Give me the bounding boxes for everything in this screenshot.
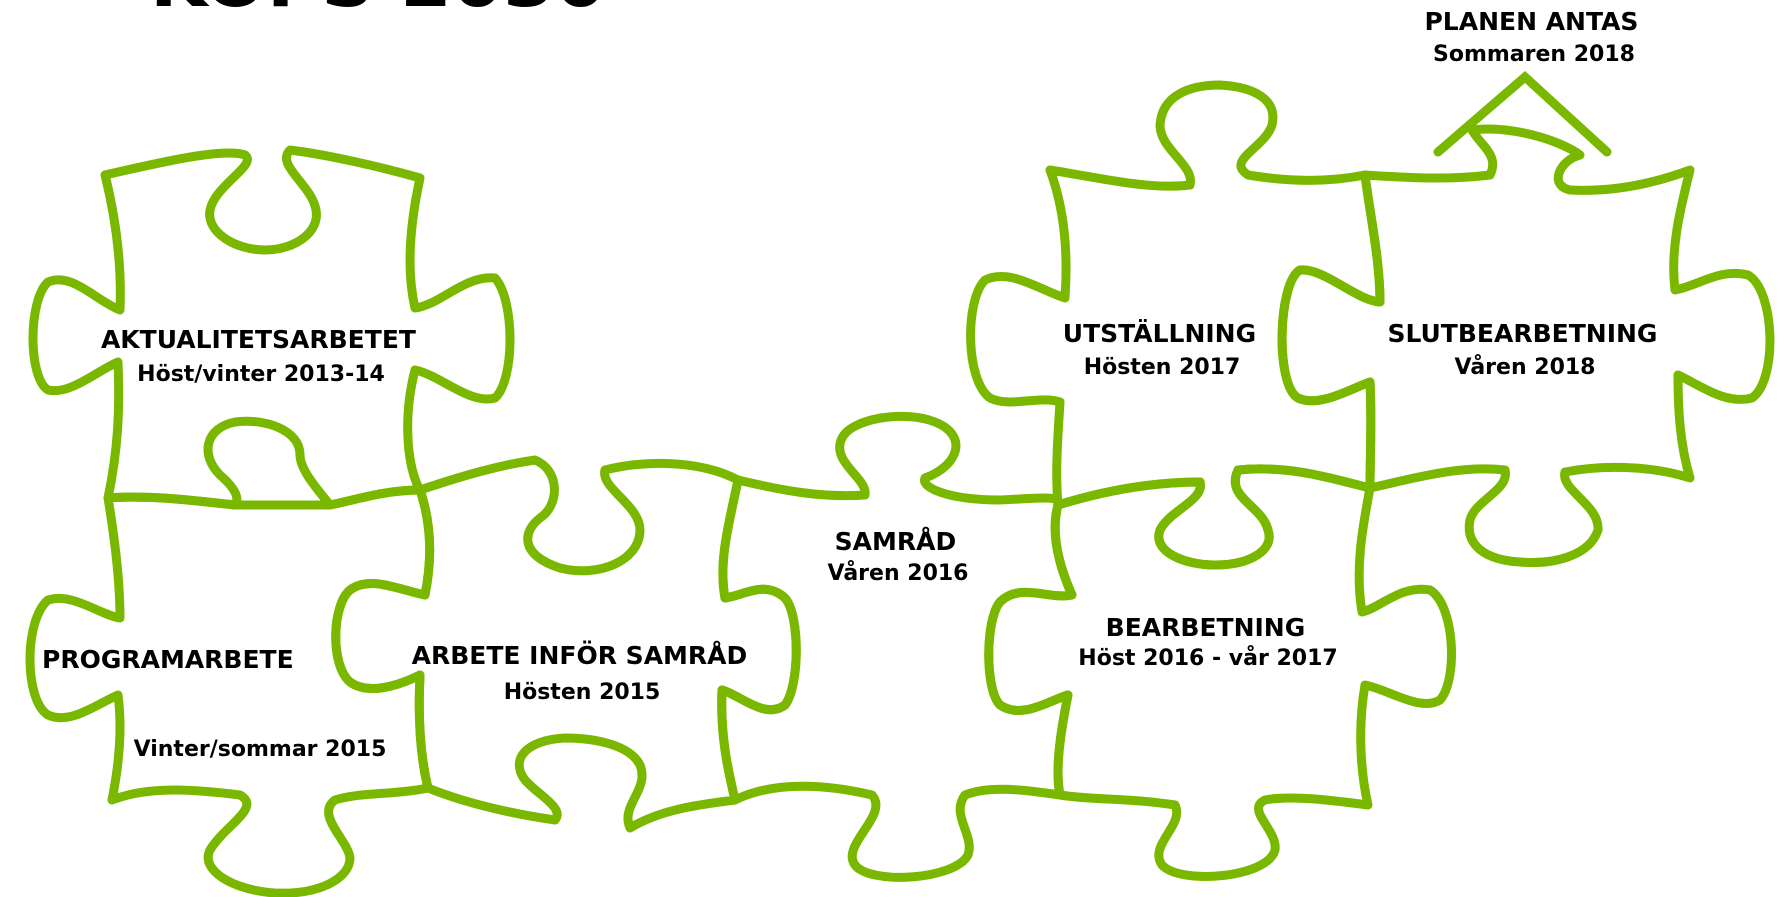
piece-name-slutbearbetning: SLUTBEARBETNING [1387,319,1657,348]
final-step-label: PLANEN ANTAS Sommaren 2018 [1424,7,1643,67]
piece-label-samrad: SAMRÅD Våren 2016 [828,527,969,586]
puzzle-piece-slutbearbetning [1277,124,1775,568]
piece-name-bearbetning: BEARBETNING [1106,613,1306,642]
piece-period-slutbearbetning: Våren 2018 [1455,354,1596,380]
final-step-period: Sommaren 2018 [1433,42,1635,67]
arrow-up-icon [1433,70,1612,157]
piece-period-program: Vinter/sommar 2015 [134,737,387,762]
piece-label-utstallning: UTSTÄLLNING Hösten 2017 [1063,318,1261,380]
puzzle-piece-samrad [717,411,1077,882]
piece-name-arbete: ARBETE INFÖR SAMRÅD [412,640,748,670]
piece-name-aktualitet: AKTUALITETSARBETET [101,325,416,354]
piece-label-arbete: ARBETE INFÖR SAMRÅD Hösten 2015 [412,640,753,705]
piece-name-program: PROGRAMARBETE [42,645,294,674]
piece-label-aktualitet: AKTUALITETSARBETET Höst/vinter 2013-14 [101,325,421,387]
piece-period-bearbetning: Höst 2016 - vår 2017 [1078,645,1337,671]
puzzle-piece-aktualitet [28,145,515,510]
piece-name-utstallning: UTSTÄLLNING [1063,318,1256,348]
piece-name-samrad: SAMRÅD [835,527,957,556]
diagram-title: KOPS 2030 [150,0,606,24]
piece-label-program: PROGRAMARBETE Vinter/sommar 2015 [42,645,386,762]
piece-period-arbete: Hösten 2015 [504,680,661,705]
piece-period-aktualitet: Höst/vinter 2013-14 [137,362,385,387]
piece-period-utstallning: Hösten 2017 [1084,355,1241,380]
puzzle-piece-bearbetning [984,464,1456,881]
final-step-name: PLANEN ANTAS [1424,7,1638,36]
piece-period-samrad: Våren 2016 [828,560,969,586]
piece-label-slutbearbetning: SLUTBEARBETNING Våren 2018 [1387,319,1662,380]
piece-label-bearbetning: BEARBETNING Höst 2016 - vår 2017 [1078,613,1337,671]
